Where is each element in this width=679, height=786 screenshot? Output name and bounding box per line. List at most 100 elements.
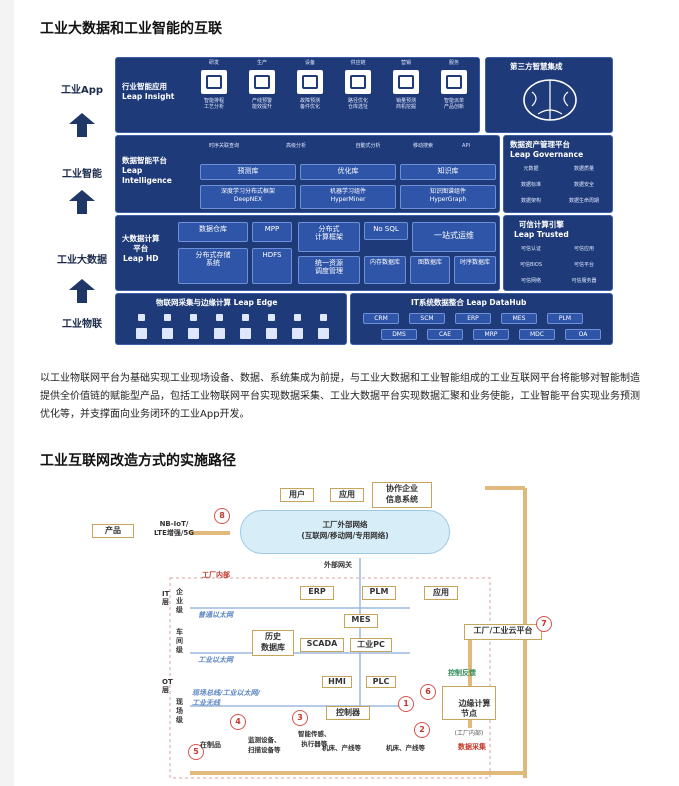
- industrial-ethernet-label: 工业以太网: [198, 656, 233, 664]
- optimization-lib: 优化库: [300, 164, 396, 180]
- step-marker: 5: [188, 744, 204, 760]
- datahub-system: MRP: [473, 329, 509, 340]
- datahub-system: MES: [501, 313, 537, 324]
- datahub-panel: IT系统数据整合 Leap DataHub CRM SCM ERP MES PL…: [350, 293, 613, 345]
- bottle-icon: [292, 328, 303, 339]
- intelligence-feature: 自動式分析: [355, 143, 381, 149]
- datahub-system: SCM: [409, 313, 445, 324]
- box-mes: MES: [344, 614, 378, 628]
- engine-hyperminer: 机器学习组件 HyperMiner: [300, 185, 396, 209]
- insight-item: 智能排程 工艺分析: [203, 98, 224, 110]
- marketing-icon: [393, 70, 419, 94]
- hd-hdfs: HDFS: [252, 248, 292, 284]
- intelligence-title: 数据智能平台 Leap Intelligence: [122, 156, 172, 185]
- trusted-cell: 可信BIOS: [519, 262, 542, 268]
- box-app: 应用: [330, 488, 364, 502]
- governance-title: 数据资产管理平台 Leap Governance: [510, 140, 584, 159]
- intelligence-feature: 时序关联查询: [208, 143, 239, 149]
- machine-label-1: 机床、产线等: [322, 744, 361, 752]
- governance-cell: 数据架构: [520, 198, 541, 204]
- machine-icon: [188, 328, 199, 339]
- datahub-system: ERP: [455, 313, 491, 324]
- trusted-title: 可信计算引擎 Leap Trusted: [514, 220, 569, 239]
- architecture-figure: 工业App 工业智能 工业大数据 工业物联 行业智能应用 Leap Insigh…: [55, 55, 615, 347]
- brain-icon: [523, 79, 577, 121]
- box-app-enterprise: 应用: [424, 586, 458, 600]
- production-icon: [249, 70, 275, 94]
- left-margin-bar: [0, 0, 14, 786]
- machine-label-2: 机床、产线等: [386, 744, 425, 752]
- step-marker: 2: [414, 722, 430, 738]
- insight-panel: 行业智能应用 Leap Insight 研发 生产 设备 供应链 营销 服务 智…: [115, 57, 480, 133]
- lock-icon: [164, 314, 171, 321]
- lock-icon: [294, 314, 301, 321]
- intelligence-feature: API: [462, 143, 470, 149]
- governance-cell: 元数据: [523, 166, 539, 172]
- box-edge-node: 边缘计算 节点 (工厂内部): [442, 686, 496, 737]
- sensor-label: 智能传感、 执行器等: [298, 730, 331, 748]
- enterprise-level-label: 企业级: [176, 588, 183, 614]
- hd-db: 时序数据库: [454, 256, 496, 284]
- trusted-cell: 可信平台: [573, 262, 594, 268]
- lock-icon: [320, 314, 327, 321]
- insight-category: 设备: [304, 60, 315, 66]
- datahub-system: CRM: [363, 313, 399, 324]
- engine-hypergraph: 知识图谱组件 HyperGraph: [400, 185, 496, 209]
- knowledge-lib: 知识库: [400, 164, 496, 180]
- governance-cell: 数据标准: [520, 182, 541, 188]
- insight-category: 服务: [448, 60, 459, 66]
- third-party-panel: 第三方智慧集成: [485, 57, 613, 133]
- box-cloud-platform: 工厂/工业云平台: [464, 624, 542, 640]
- intelligence-panel: 数据智能平台 Leap Intelligence 时序关联查询 高级分析 自動式…: [115, 135, 500, 213]
- governance-cell: 数据质量: [573, 166, 594, 172]
- box-controller: 控制器: [326, 706, 370, 720]
- wip-label: 在制品: [200, 741, 221, 749]
- box-history-db: 历史 数据库: [252, 630, 294, 656]
- hd-panel: 大数据计算 平台 Leap HD 数据仓库 MPP 分布式存储 系统 HDFS …: [115, 215, 500, 291]
- intelligence-feature: 移动搜索: [412, 143, 433, 149]
- control-feedback-label: 控制反馈: [448, 669, 476, 677]
- insight-item: 路径优化 仓库选址: [347, 98, 368, 110]
- box-hmi: HMI: [322, 676, 352, 688]
- insight-category: 供应链: [350, 60, 366, 66]
- insight-category: 营销: [400, 60, 411, 66]
- hd-db: 内存数据库: [364, 256, 406, 284]
- governance-cell: 数据生命周期: [568, 198, 599, 204]
- train-icon: [214, 328, 225, 339]
- up-arrow-icon: [69, 190, 95, 214]
- rd-icon: [201, 70, 227, 94]
- trusted-cell: 可信服务器: [571, 278, 597, 284]
- insight-item: 销量预测 商机挖掘: [395, 98, 416, 110]
- body-paragraph: 以工业物联网平台为基础实现工业现场设备、数据、系统集成为前提，与工业大数据和工业…: [40, 373, 640, 420]
- data-collect-label: 数据采集: [458, 743, 486, 751]
- datahub-system: DMS: [381, 329, 417, 340]
- box-plm: PLM: [362, 586, 396, 600]
- hd-compute: 分布式 计算框架: [298, 222, 360, 252]
- section-title-1: 工业大数据和工业智能的互联: [40, 21, 222, 37]
- engine-deepnex: 深度学习分布式框架 DeepNEX: [200, 185, 296, 209]
- layer-label-intelligence: 工业智能: [62, 169, 102, 180]
- insight-item: 故障预测 备件优化: [299, 98, 320, 110]
- external-network-cloud: 工厂外部网络 (互联网/移动网/专用网络): [240, 510, 450, 554]
- datahub-system: MDC: [519, 329, 555, 340]
- external-gateway-label: 外部网关: [324, 561, 352, 569]
- ethernet-label: 普通以太网: [198, 611, 233, 619]
- step-marker: 7: [536, 616, 552, 632]
- datahub-system: OA: [565, 329, 601, 340]
- implementation-path-diagram: 用户 应用 协作企业 信息系统 产品 NB-IoT/ LTE增强/5G 8 工厂…: [90, 478, 560, 783]
- box-product: 产品: [92, 524, 134, 538]
- lock-icon: [190, 314, 197, 321]
- service-icon: [441, 70, 467, 94]
- lock-icon: [268, 314, 275, 321]
- field-level-label: 现场级: [176, 698, 183, 724]
- trusted-cell: 可信应用: [573, 246, 594, 252]
- step-marker: 4: [230, 714, 246, 730]
- insight-item: 产线预警 能效提升: [251, 98, 272, 110]
- step-marker: 6: [420, 684, 436, 700]
- edge-title: 物联网采集与边缘计算 Leap Edge: [156, 298, 278, 307]
- step-marker: 3: [292, 710, 308, 726]
- governance-cell: 数据安全: [573, 182, 594, 188]
- factory-icon: [136, 328, 147, 339]
- datahub-system: PLM: [547, 313, 583, 324]
- layer-label-app: 工业App: [60, 85, 104, 96]
